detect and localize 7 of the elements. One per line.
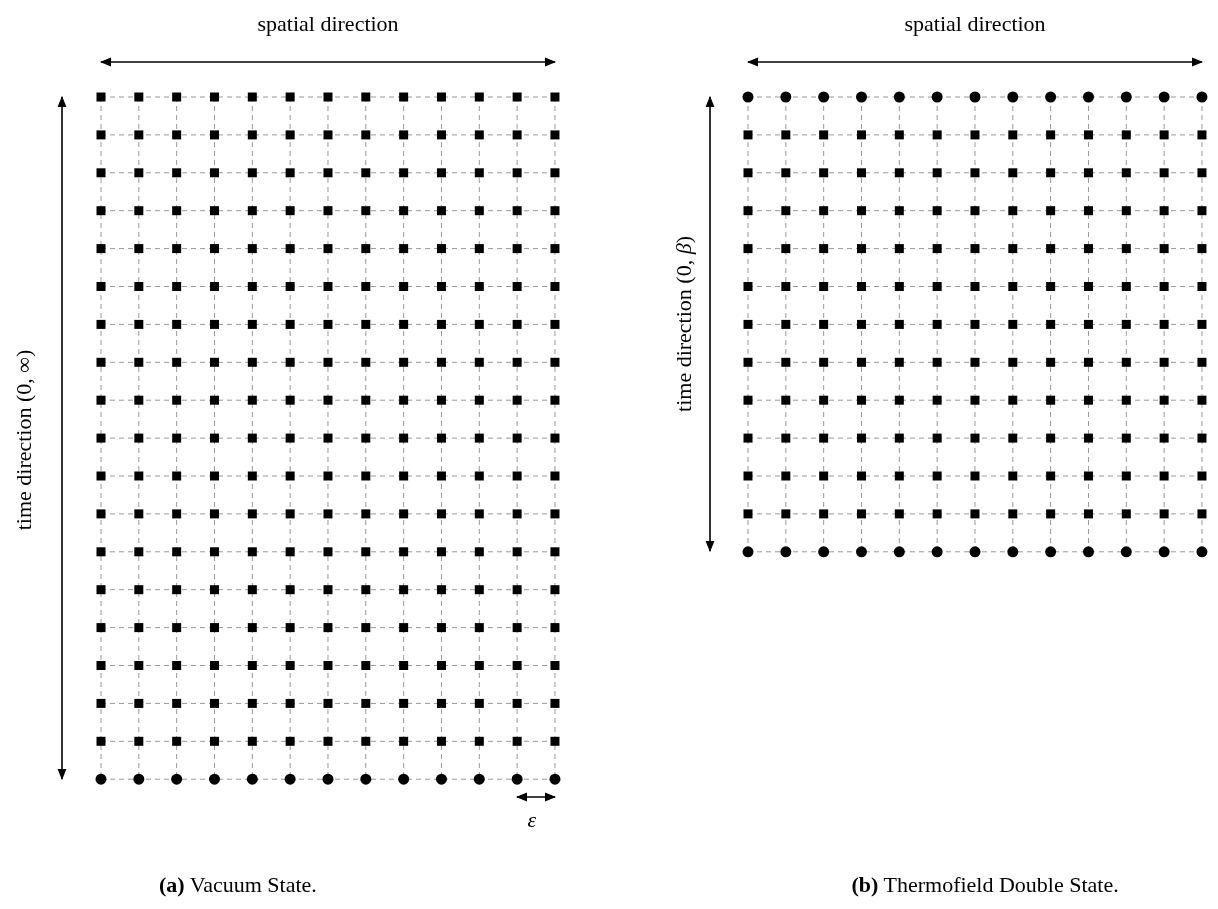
axis-label: time direction (0, ∞) <box>12 349 35 531</box>
axis-label: spatial direction <box>904 13 1046 35</box>
figure-caption: (b) Thermofield Double State. <box>851 874 1119 896</box>
figure-caption: (a) Vacuum State. <box>159 874 317 896</box>
axis-label: time direction (0, β) <box>672 236 695 412</box>
spacing-label: ε <box>527 809 537 831</box>
axis-label: spatial direction <box>257 13 399 35</box>
